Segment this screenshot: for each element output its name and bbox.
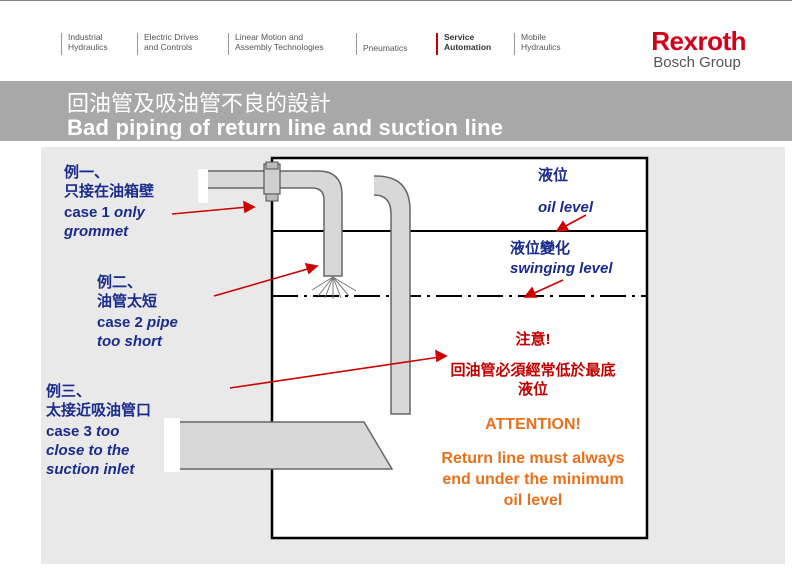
case1-label-zh: 例一、 只接在油箱壁 (64, 164, 155, 200)
return-pipe-case1 (198, 161, 357, 299)
case1-label-en: case 1 only grommet (64, 203, 145, 241)
case2-en-desc: pipe too short (97, 314, 178, 350)
note-text-zh: 回油管必須經常低於最底 液位 (450, 362, 616, 398)
brand-name: Rexroth (651, 26, 746, 56)
case2-label-zh: 例二、 油管太短 (97, 274, 158, 310)
attention-heading: ATTENTION! (485, 416, 581, 433)
suction-inlet (164, 418, 394, 472)
nav-service-automation[interactable]: Service Automation (436, 32, 491, 55)
case3-en-desc: too close to the suction inlet (46, 423, 135, 478)
top-rule (0, 0, 792, 1)
oil-level-label-en: oil level (538, 199, 594, 216)
case3-label-en: case 3 too close to the suction inlet (46, 422, 134, 479)
nav-linear-motion[interactable]: Linear Motion and Assembly Technologies (228, 32, 324, 55)
arrow-case1 (171, 206, 249, 215)
return-pipe-case3 (364, 174, 411, 415)
brand-subtitle: Bosch Group (653, 54, 741, 71)
nav-electric-drives[interactable]: Electric Drives and Controls (137, 32, 198, 55)
swinging-level-label-en: swinging level (510, 260, 613, 277)
case1-en-desc: only grommet (64, 204, 145, 240)
case2-label-en: case 2 pipe too short (97, 313, 178, 351)
nav-mobile-hydraulics[interactable]: Mobile Hydraulics (514, 32, 561, 55)
note-title-zh: 注意! (515, 331, 551, 348)
arrow-case3 (229, 356, 441, 389)
page-title-english: Bad piping of return line and suction li… (67, 115, 504, 140)
nav-industrial-hydraulics[interactable]: Industrial Hydraulics (61, 32, 108, 55)
case2-en-prefix: case 2 (97, 314, 148, 331)
brand-logo: Rexroth Bosch Group (651, 28, 746, 71)
title-band (0, 81, 792, 141)
case1-en-prefix: case 1 (64, 204, 115, 221)
note-text-en: Return line must always end under the mi… (441, 450, 625, 509)
nav-pneumatics[interactable]: Pneumatics (356, 33, 407, 55)
case3-en-prefix: case 3 (46, 423, 97, 440)
page-title-chinese: 回油管及吸油管不良的設計 (67, 91, 332, 116)
arrow-swinging-level (529, 279, 564, 296)
swinging-level-label-zh: 液位變化 (510, 240, 571, 257)
oil-level-label-zh: 液位 (538, 167, 569, 184)
arrow-case2 (213, 267, 312, 297)
case3-label-zh: 例三、 太接近吸油管口 (46, 383, 152, 419)
